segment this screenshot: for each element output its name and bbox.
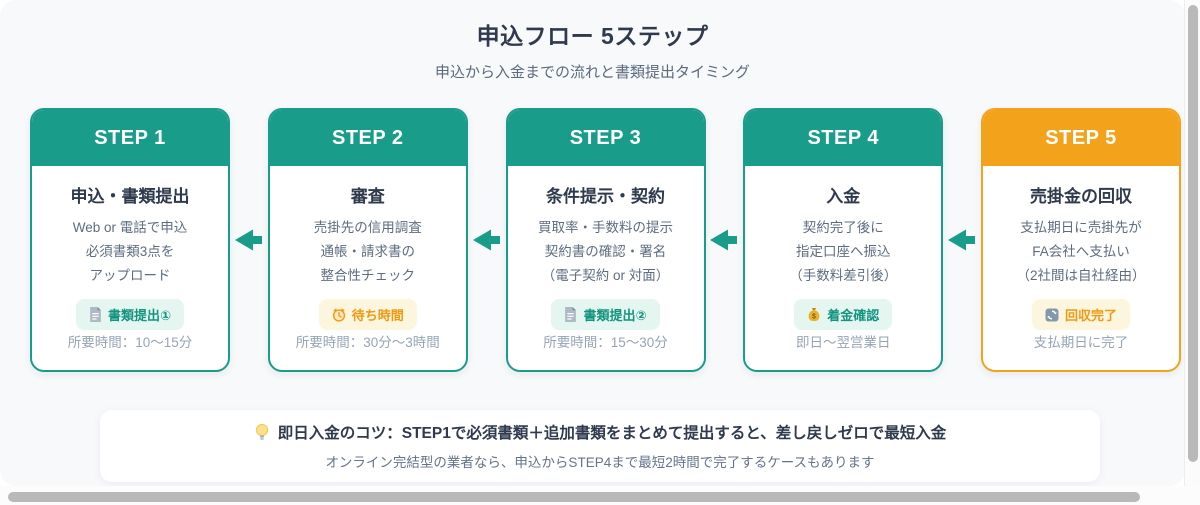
vertical-scrollbar[interactable] xyxy=(1184,0,1200,486)
step-title: 売掛金の回収 xyxy=(1030,187,1132,206)
tip-title-row: 即日入金のコツ：STEP1で必須書類＋追加書類をまとめて提出すると、差し戻しゼロ… xyxy=(254,421,947,443)
step-description-line: Web or 電話で申込 xyxy=(72,220,188,235)
flow-gap xyxy=(468,108,506,372)
step-description-line: 必須書類3点を xyxy=(85,244,175,259)
step-description-line: FA会社へ支払い xyxy=(1032,244,1130,259)
flow-steps-row: STEP 1 申込・書類提出 Web or 電話で申込 必須書類3点を アップロ… xyxy=(30,108,1181,372)
flow-arrow-left-icon xyxy=(710,229,738,251)
tip-subtitle: オンライン完結型の業者なら、申込からSTEP4まで最短2時間で完了するケースもあ… xyxy=(325,455,875,470)
document-icon xyxy=(565,307,577,322)
flow-gap xyxy=(706,108,744,372)
step-description-line: 契約書の確認・署名 xyxy=(544,244,667,259)
step-footer: 所要時間：15〜30分 xyxy=(543,335,668,350)
step-description-line: 通帳・請求書の xyxy=(320,244,416,259)
step-badge: 書類提出① xyxy=(75,299,184,330)
svg-text:$: $ xyxy=(812,313,816,320)
step-badge-label: 書類提出② xyxy=(583,308,647,323)
step-badge-label: 回収完了 xyxy=(1064,308,1117,323)
tip-title: 即日入金のコツ：STEP1で必須書類＋追加書類をまとめて提出すると、差し戻しゼロ… xyxy=(277,425,947,442)
step-description: 買取率・手数料の提示 契約書の確認・署名 （電子契約 or 対面） xyxy=(508,216,704,288)
vertical-scrollbar-thumb[interactable] xyxy=(1188,5,1198,462)
flow-gap xyxy=(230,108,268,372)
flow-step-card-4: STEP 4 入金 契約完了後に 指定口座へ振込 （手数料差引後） $ 着金確認… xyxy=(743,108,944,372)
flow-arrow-left-icon xyxy=(948,229,976,251)
step-badge-row: 待ち時間 xyxy=(270,299,466,330)
horizontal-scrollbar[interactable] xyxy=(0,486,1200,505)
money-bag-icon: $ xyxy=(808,308,820,321)
step-header: STEP 2 xyxy=(269,110,466,166)
flow-step-card-2: STEP 2 審査 売掛先の信用調査 通帳・請求書の 整合性チェック 待ち時間 … xyxy=(267,108,468,372)
step-header: STEP 4 xyxy=(745,110,942,166)
flow-gap xyxy=(943,108,981,372)
step-description: 契約完了後に 指定口座へ振込 （手数料差引後） xyxy=(745,216,941,288)
step-footer: 即日〜翌営業日 xyxy=(796,335,891,350)
step-badge-label: 着金確認 xyxy=(827,308,880,323)
step-header: STEP 5 xyxy=(983,110,1179,166)
horizontal-scrollbar-thumb[interactable] xyxy=(8,492,1140,502)
step-badge-row: 書類提出② xyxy=(508,299,704,330)
step-badge-row: 回収完了 xyxy=(983,299,1179,330)
page-subtitle: 申込から入金までの流れと書類提出タイミング xyxy=(434,64,750,81)
step-footer: 所要時間：10〜15分 xyxy=(67,335,193,350)
flow-step-card-5: STEP 5 売掛金の回収 支払期日に売掛先が FA会社へ支払い （2社間は自社… xyxy=(981,108,1181,372)
page-heading: 申込フロー 5ステップ 申込から入金までの流れと書類提出タイミング xyxy=(0,0,1185,82)
tip-box: 即日入金のコツ：STEP1で必須書類＋追加書類をまとめて提出すると、差し戻しゼロ… xyxy=(100,410,1100,482)
step-header: STEP 3 xyxy=(507,110,704,166)
step-badge-label: 待ち時間 xyxy=(351,308,404,323)
lightbulb-icon xyxy=(255,423,268,440)
step-description-line: 売掛先の信用調査 xyxy=(313,220,422,235)
step-badge: 書類提出② xyxy=(551,299,660,330)
step-badge-label: 書類提出① xyxy=(107,308,171,323)
step-description: Web or 電話で申込 必須書類3点を アップロード xyxy=(32,216,228,288)
step-description-line: 支払期日に売掛先が xyxy=(1020,220,1142,235)
step-title: 申込・書類提出 xyxy=(70,187,190,206)
step-description-line: 買取率・手数料の提示 xyxy=(538,220,673,235)
step-badge-row: $ 着金確認 xyxy=(745,299,941,330)
step-badge: 待ち時間 xyxy=(318,299,417,330)
refresh-icon xyxy=(1045,308,1059,321)
document-icon xyxy=(90,307,101,322)
step-description-line: 整合性チェック xyxy=(320,268,416,283)
flow-step-card-1: STEP 1 申込・書類提出 Web or 電話で申込 必須書類3点を アップロ… xyxy=(30,108,230,372)
step-badge: 回収完了 xyxy=(1031,299,1130,330)
step-description-line: 契約完了後に xyxy=(802,220,884,235)
step-header: STEP 1 xyxy=(32,110,228,166)
step-description-line: アップロード xyxy=(89,268,171,283)
clock-icon xyxy=(332,308,345,322)
step-description: 売掛先の信用調査 通帳・請求書の 整合性チェック xyxy=(270,216,466,288)
step-footer: 所要時間：30分〜3時間 xyxy=(295,335,440,350)
step-footer: 支払期日に完了 xyxy=(1033,335,1129,350)
content-panel: 申込フロー 5ステップ 申込から入金までの流れと書類提出タイミング STEP 1… xyxy=(0,0,1185,482)
step-description: 支払期日に売掛先が FA会社へ支払い （2社間は自社経由） xyxy=(983,216,1179,288)
step-title: 審査 xyxy=(350,187,385,206)
step-description-line: （2社間は自社経由） xyxy=(1016,268,1146,283)
step-title: 入金 xyxy=(826,187,861,206)
page-title: 申込フロー 5ステップ xyxy=(476,23,709,49)
step-description-line: 指定口座へ振込 xyxy=(796,244,891,259)
flow-arrow-left-icon xyxy=(472,229,500,251)
step-description-line: （電子契約 or 対面） xyxy=(541,268,670,283)
flow-step-card-3: STEP 3 条件提示・契約 買取率・手数料の提示 契約書の確認・署名 （電子契… xyxy=(505,108,706,372)
step-badge-row: 書類提出① xyxy=(32,299,228,330)
step-description-line: （手数料差引後） xyxy=(789,268,898,283)
step-title: 条件提示・契約 xyxy=(546,187,665,206)
step-badge: $ 着金確認 xyxy=(794,299,893,330)
flow-arrow-left-icon xyxy=(234,229,262,251)
